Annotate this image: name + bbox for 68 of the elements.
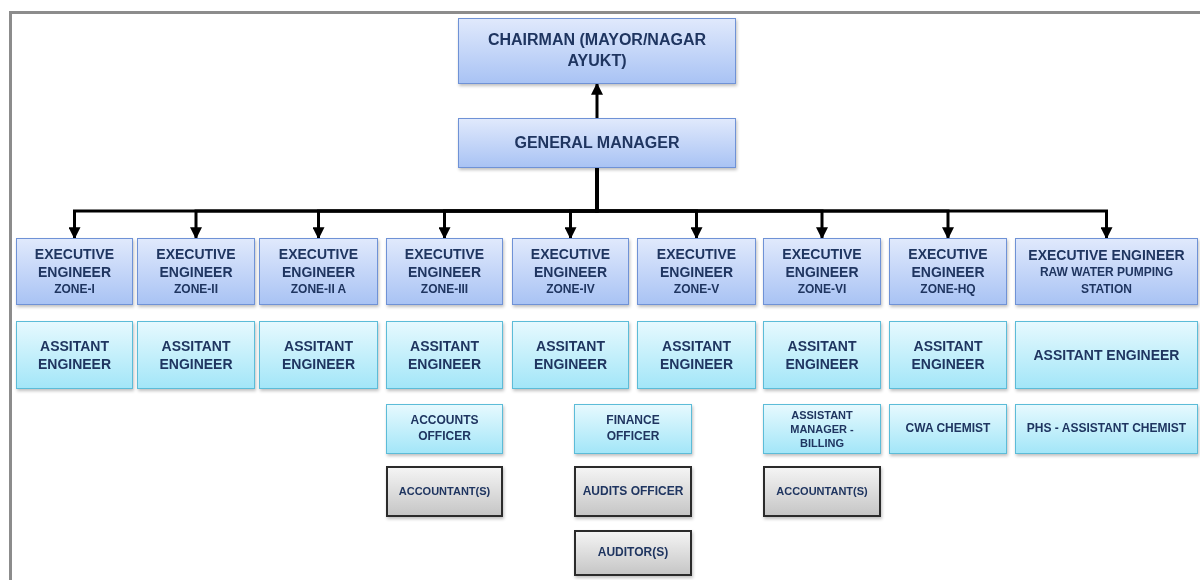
position-title: ASSITANT ENGINEER <box>658 336 735 374</box>
position-title: ASSISTANT MANAGER - BILLING <box>789 407 855 451</box>
position-title: GENERAL MANAGER <box>514 132 680 153</box>
position-title: ASSITANT ENGINEER <box>1033 345 1180 365</box>
position-title: ASSITANT ENGINEER <box>910 336 986 374</box>
position-title: EXECUTIVE ENGINEER <box>155 244 237 282</box>
position-title: EXECUTIVE ENGINEER <box>781 244 863 282</box>
position-title: ACCOUNTANT(S) <box>398 484 491 499</box>
position-title: CWA CHEMIST <box>905 421 991 437</box>
position-subtitle: ZONE-IV <box>546 281 595 299</box>
position-box <box>889 321 1007 389</box>
position-box <box>889 404 1007 454</box>
position-box <box>386 321 503 389</box>
position-subtitle: ZONE-II <box>174 281 218 299</box>
position-box <box>889 238 1007 305</box>
position-box <box>763 466 881 517</box>
position-box <box>386 404 503 454</box>
position-subtitle: ZONE-V <box>673 281 720 299</box>
position-subtitle: ZONE-III <box>420 281 469 299</box>
position-title: EXECUTIVE ENGINEER <box>403 244 486 282</box>
position-title: ASSITANT ENGINEER <box>532 336 609 374</box>
position-box <box>386 466 503 517</box>
position-box <box>512 321 629 389</box>
position-title: ACCOUNTS OFFICER <box>409 413 480 445</box>
position-box <box>137 238 255 305</box>
position-title: PHS - ASSISTANT CHEMIST <box>1026 421 1187 437</box>
position-title: EXECUTIVE ENGINEER <box>655 244 738 282</box>
position-title: ASSITANT ENGINEER <box>280 336 357 374</box>
position-title: EXECUTIVE ENGINEER <box>1028 245 1185 264</box>
position-box <box>259 238 378 305</box>
position-subtitle: ZONE-II A <box>290 281 347 299</box>
connector-arrow <box>591 82 603 118</box>
position-title: EXECUTIVE ENGINEER <box>33 244 116 282</box>
position-subtitle: ZONE-I <box>54 281 95 299</box>
position-box <box>637 238 756 305</box>
position-title: ASSITANT ENGINEER <box>158 336 234 374</box>
position-box <box>512 238 629 305</box>
position-title: FINANCE OFFICER <box>605 413 661 445</box>
position-box <box>259 321 378 389</box>
position-subtitle: ZONE-VI <box>797 281 847 299</box>
position-box <box>1015 321 1198 389</box>
position-box <box>637 321 756 389</box>
position-title: ASSITANT ENGINEER <box>36 336 113 374</box>
position-box <box>137 321 255 389</box>
position-box <box>763 238 881 305</box>
position-box <box>1015 404 1198 454</box>
position-title: EXECUTIVE ENGINEER <box>529 244 612 282</box>
position-box <box>574 466 692 517</box>
position-box <box>574 530 692 576</box>
position-title: ASSITANT ENGINEER <box>784 336 860 374</box>
position-title: AUDITOR(S) <box>597 545 669 561</box>
position-box <box>763 321 881 389</box>
position-box <box>386 238 503 305</box>
position-title: ASSITANT ENGINEER <box>406 336 483 374</box>
position-box <box>458 18 736 84</box>
position-title: AUDITS OFFICER <box>582 483 684 500</box>
position-subtitle: RAW WATER PUMPING STATION <box>1038 263 1175 298</box>
position-box <box>574 404 692 454</box>
position-box <box>16 321 133 389</box>
position-title: ACCOUNTANT(S) <box>776 484 868 499</box>
position-box <box>458 118 736 168</box>
position-box <box>1015 238 1198 305</box>
position-title: EXECUTIVE ENGINEER <box>277 244 360 282</box>
position-title: CHAIRMAN (MAYOR/NAGAR AYUKT) <box>486 30 708 71</box>
position-title: EXECUTIVE ENGINEER <box>907 244 989 282</box>
position-box <box>16 238 133 305</box>
position-box <box>763 404 881 454</box>
position-subtitle: ZONE-HQ <box>920 281 976 299</box>
